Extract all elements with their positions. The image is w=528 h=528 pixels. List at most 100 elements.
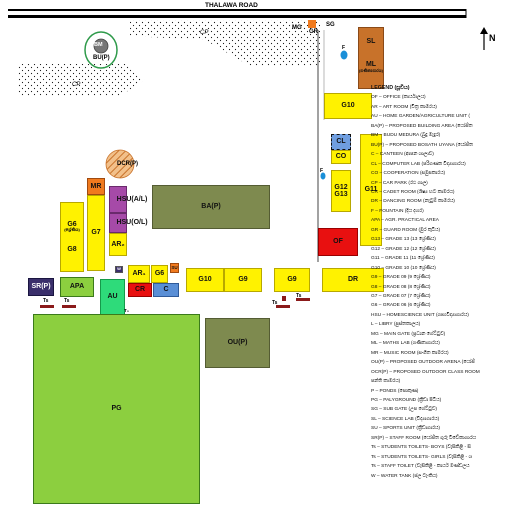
grade-12-13[interactable]: G12 G13: [331, 170, 351, 212]
science-lab[interactable]: SL ML (ගණිතාගාරය): [358, 27, 384, 89]
agriculture-unit[interactable]: AU: [100, 279, 125, 315]
car-park-area-left: [18, 64, 145, 96]
legend-item: MG – MAIN GATE (ප්‍රධාන ගේට්ටුව): [371, 331, 446, 337]
legend-item: G12 – GRADE 12 (12 ශ්‍රේණිය): [371, 246, 436, 252]
legend-item: HSU – HOMESCIENCE UNIT (ගෘහවිද්‍යාගාරය): [371, 312, 469, 318]
agri-practical-area[interactable]: APA: [60, 277, 94, 297]
legend-item: SR(P) – STAFF ROOM (යෝජිත ගුරු විවේකාගාර…: [371, 435, 476, 441]
playground-label: PG: [111, 405, 122, 413]
car-park-label-left: CP: [72, 82, 81, 88]
bosath-uyana-ring: [84, 31, 118, 69]
legend-item: පන්ති කාමරය): [371, 379, 401, 385]
bu-p-label: BU(P): [93, 55, 110, 61]
legend-item: G7 – GRADE 07 (7 ශ්‍රේණිය): [371, 293, 431, 299]
grade-9-b[interactable]: G9: [274, 268, 310, 292]
grade-10[interactable]: G10: [186, 268, 224, 292]
grade-7-label: G7: [91, 229, 101, 237]
fountain-top: [340, 50, 348, 60]
grade-6-8-block[interactable]: G6 (ශ්‍රේණිය) G8: [60, 202, 84, 272]
homescience-ol[interactable]: HSU(O/L): [109, 213, 148, 233]
grade-12-label: G12: [334, 183, 348, 191]
grade-9-b-label: G9: [287, 276, 297, 284]
dcr-p-label: DCR(P): [117, 161, 138, 167]
car-park-label-top: CP: [200, 30, 209, 36]
staff-room-proposed-label: SR(P): [31, 283, 51, 291]
sports-unit[interactable]: SU: [170, 263, 179, 273]
legend-item: SL – SCIENCE LAB (විද්‍යාගාරය): [371, 416, 440, 422]
grade-6-small[interactable]: G6: [151, 265, 168, 283]
science-lab-label: SL: [366, 38, 376, 45]
legend-item: SU – SPORTS UNIT (ක්‍රීඩාගාරය): [371, 426, 440, 432]
agri-practical-area-label: APA: [69, 283, 85, 291]
art-room-1[interactable]: AR₁: [128, 265, 150, 283]
toilet-label-4: Ts: [296, 293, 302, 299]
legend-item: AR – ART ROOM (චිත්‍ර කාමරය): [371, 104, 437, 110]
toilet-label-2: Ts: [64, 298, 70, 304]
dancing-room-label: DR: [347, 276, 359, 284]
grade-8-label: G8: [67, 246, 77, 254]
toilet-bar-2: [62, 305, 76, 308]
toilet-bar-1: [40, 305, 54, 308]
cooperation-label: CO: [335, 153, 347, 161]
fountain-mid-label: F: [320, 168, 324, 174]
toilet-label-3: Ts: [272, 300, 278, 306]
legend-item: APA – AGR. PRACTICAL AREA: [371, 218, 439, 224]
music-room-label: MR: [90, 182, 102, 190]
staff-room-proposed[interactable]: SR(P): [28, 278, 54, 296]
legend-item: P – PONDS (පොකුණ): [371, 388, 419, 394]
office[interactable]: OF: [318, 228, 358, 256]
art-room-2[interactable]: AR₂: [109, 233, 127, 256]
bm-label: BM: [94, 42, 103, 48]
playground[interactable]: PG: [33, 314, 200, 504]
north-label: N: [489, 33, 496, 43]
legend-item: G9 – GRADE 09 (9 ශ්‍රේණිය): [371, 275, 431, 281]
canteen[interactable]: C: [153, 283, 179, 297]
legend-item: Ts – STAFF TOILET (වැසිකිළි - කාර්ය මණ්ඩ…: [371, 464, 470, 470]
legend-item: CL – COMPUTER LAB (පරිගණක විද්‍යාගාරය): [371, 161, 466, 167]
proposed-outdoor-arena[interactable]: OU(P): [205, 318, 270, 368]
main-gate-bar: [308, 20, 316, 28]
maths-lab-sublabel: (ගණිතාගාරය): [358, 67, 384, 73]
legend-item: F – FOUNTAIN (දිය දහර): [371, 208, 424, 214]
thalawa-road-line-top: [8, 9, 466, 11]
legend-item: PG – PALYGROUND (ක්‍රීඩා පිටිය): [371, 397, 442, 403]
grade-7[interactable]: G7: [87, 195, 105, 271]
art-room-1-label: AR₁: [132, 270, 146, 278]
legend-item: Ts – STUDENTS TOILETS- BOYS (වැසිකිළි - …: [371, 445, 471, 451]
legend-item: OU(P) – PROPOSED OUTDOOR ARENA (යෝජි: [371, 360, 475, 366]
sub-gate-label: SG: [326, 22, 335, 28]
water-tank[interactable]: W: [115, 266, 123, 273]
grade-9-a[interactable]: G9: [224, 268, 262, 292]
toilet-bar-4: [296, 298, 310, 301]
legend-title: LEGEND (සූචිය): [371, 85, 410, 91]
homescience-al-label: HSU(A/L): [116, 195, 148, 203]
computer-lab[interactable]: CL: [331, 134, 351, 150]
proposed-building-area[interactable]: BA(P): [152, 185, 270, 229]
grade-10-top[interactable]: G10: [324, 93, 372, 119]
cadet-room[interactable]: CR: [128, 283, 152, 297]
dancing-room[interactable]: DR: [322, 268, 384, 292]
legend-item: BU(P) – PROPOSED BOSATH UYANA (යෝජිත: [371, 142, 473, 148]
cooperation[interactable]: CO: [331, 150, 351, 164]
grade-9-a-label: G9: [238, 276, 248, 284]
agriculture-unit-label: AU: [107, 293, 118, 301]
fountain-top-label: F: [342, 45, 346, 51]
homescience-al[interactable]: HSU(A/L): [109, 186, 147, 213]
proposed-outdoor-arena-label: OU(P): [227, 339, 248, 347]
toilet-label-1: Ts: [43, 298, 49, 304]
legend-item: C – CANTEEN (ආපන ශාලාව): [371, 152, 434, 158]
legend-item: G11 – GRADE 11 (11 ශ්‍රේණිය): [371, 256, 435, 262]
grade-11[interactable]: G11: [360, 134, 382, 246]
grade-6-small-label: G6: [154, 270, 165, 278]
legend-item: CR – CADET ROOM (ශිෂ්‍ය භට කාමරය): [371, 189, 455, 195]
music-room[interactable]: MR: [87, 178, 105, 195]
dcr-hatched-circle: [105, 149, 135, 179]
legend-item: G8 – GRADE 08 (8 ශ්‍රේණිය): [371, 284, 431, 290]
grade-6-sublabel: (ශ්‍රේණිය): [64, 226, 80, 232]
legend-item: G6 – GRADE 06 (6 ශ්‍රේණිය): [371, 303, 431, 309]
legend-item: Ts – STUDENTS TOILETS- GIRLS (වැසිකිළි -…: [371, 454, 472, 460]
legend-item: G10 – GRADE 10 (10 ශ්‍රේණිය): [371, 265, 436, 271]
legend-item: SG – SUB GATE (උප ගේට්ටුව): [371, 407, 437, 413]
car-park-area-top: [130, 20, 320, 66]
